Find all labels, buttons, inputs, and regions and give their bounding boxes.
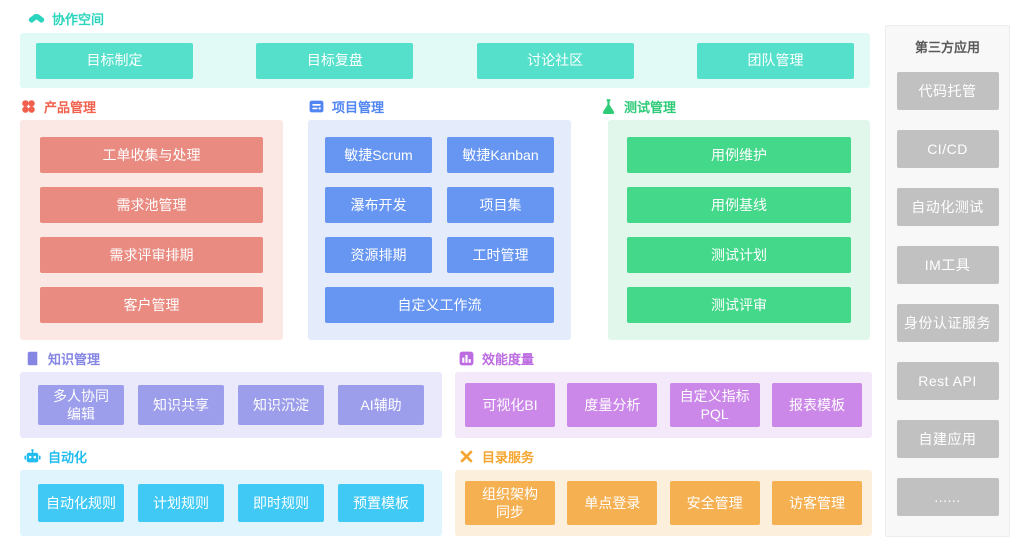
section-knowledge-panel: 多人协同编辑 知识共享 知识沉淀 AI辅助 xyxy=(20,372,442,438)
feature-block: 讨论社区 xyxy=(476,42,634,79)
feature-block: 目标制定 xyxy=(36,42,193,79)
feature-block: 需求池管理 xyxy=(40,187,263,223)
section-title: 协作空间 xyxy=(52,11,105,27)
feature-block: 多人协同编辑 xyxy=(38,385,124,425)
feature-block: 敏捷Scrum xyxy=(325,137,432,173)
third-party-app-block: ...... xyxy=(896,478,999,516)
third-party-app-block: CI/CD xyxy=(896,130,999,168)
section-product-panel: 工单收集与处理 需求池管理 需求评审排期 客户管理 xyxy=(20,120,283,340)
feature-block: 自定义指标PQL xyxy=(669,383,760,427)
third-party-apps-list: 代码托管 CI/CD 自动化测试 IM工具 身份认证服务 Rest API 自建… xyxy=(886,72,1009,516)
section-title: 知识管理 xyxy=(48,351,101,367)
section-test-panel: 用例维护 用例基线 测试计划 测试评审 xyxy=(608,120,870,340)
section-title: 目录服务 xyxy=(482,449,535,465)
feature-block: 项目集 xyxy=(447,187,554,223)
feature-block: 单点登录 xyxy=(567,481,658,525)
feature-block: 自动化规则 xyxy=(38,484,124,522)
feature-block: 预置模板 xyxy=(338,484,424,522)
section-knowledge-header: 知识管理 xyxy=(24,348,100,368)
section-title: 效能度量 xyxy=(482,351,535,367)
feature-block: 可视化BI xyxy=(465,383,555,427)
section-project-header: 项目管理 xyxy=(308,96,384,116)
third-party-app-block: 自建应用 xyxy=(896,420,999,458)
section-directory-header: 目录服务 xyxy=(458,446,534,466)
section-collaboration-panel: 目标制定 目标复盘 讨论社区 团队管理 xyxy=(20,33,870,88)
feature-block: 访客管理 xyxy=(771,481,862,525)
crossed-tools-icon xyxy=(460,450,473,462)
third-party-apps-panel: 第三方应用 代码托管 CI/CD 自动化测试 IM工具 身份认证服务 Rest … xyxy=(885,25,1010,537)
feature-block: 需求评审排期 xyxy=(40,237,263,273)
feature-block: 资源排期 xyxy=(325,237,432,273)
third-party-app-block: 代码托管 xyxy=(896,72,999,110)
feature-block: 知识沉淀 xyxy=(238,385,324,425)
section-project-panel: 敏捷Scrum 敏捷Kanban 瀑布开发 项目集 资源排期 工时管理 自定义工… xyxy=(308,120,571,340)
feature-block: 组织架构同步 xyxy=(465,481,555,525)
third-party-app-block: 自动化测试 xyxy=(896,188,999,226)
feature-block: 用例维护 xyxy=(627,137,851,173)
feature-block: 客户管理 xyxy=(40,287,263,323)
feature-block: 计划规则 xyxy=(138,484,224,522)
feature-block: 知识共享 xyxy=(138,385,224,425)
feature-block: 工单收集与处理 xyxy=(40,137,263,173)
book-icon xyxy=(27,351,38,365)
feature-block: 安全管理 xyxy=(669,481,760,525)
section-test-header: 测试管理 xyxy=(600,96,676,116)
section-automation-header: 自动化 xyxy=(24,446,87,466)
feature-block: 瀑布开发 xyxy=(325,187,432,223)
handshake-icon xyxy=(28,13,45,23)
feature-block: 自定义工作流 xyxy=(325,287,554,323)
feature-block: 用例基线 xyxy=(627,187,851,223)
third-party-app-block: 身份认证服务 xyxy=(896,304,999,342)
section-title: 产品管理 xyxy=(44,99,97,115)
feature-block: 敏捷Kanban xyxy=(447,137,554,173)
dots-grid-icon xyxy=(22,99,35,113)
feature-block: 工时管理 xyxy=(447,237,554,273)
feature-block: AI辅助 xyxy=(338,385,424,425)
bar-chart-icon xyxy=(459,351,474,365)
feature-block: 团队管理 xyxy=(696,42,854,79)
third-party-apps-title: 第三方应用 xyxy=(914,40,980,55)
robot-icon xyxy=(24,448,41,462)
section-automation-panel: 自动化规则 计划规则 即时规则 预置模板 xyxy=(20,470,442,536)
section-metrics-header: 效能度量 xyxy=(458,348,534,368)
section-title: 测试管理 xyxy=(624,99,677,115)
feature-block: 报表模板 xyxy=(771,383,862,427)
section-metrics-panel: 可视化BI 度量分析 自定义指标PQL 报表模板 xyxy=(455,372,872,438)
feature-block: 度量分析 xyxy=(567,383,658,427)
section-title: 项目管理 xyxy=(332,99,385,115)
third-party-app-block: Rest API xyxy=(896,362,999,400)
section-collaboration-header: 协作空间 xyxy=(28,8,104,28)
feature-block: 测试评审 xyxy=(627,287,851,323)
section-directory-panel: 组织架构同步 单点登录 安全管理 访客管理 xyxy=(455,470,872,536)
section-product-header: 产品管理 xyxy=(20,96,96,116)
kanban-folder-icon xyxy=(309,100,324,112)
flask-icon xyxy=(602,98,615,114)
feature-block: 测试计划 xyxy=(627,237,851,273)
section-title: 自动化 xyxy=(48,449,88,465)
feature-block: 即时规则 xyxy=(238,484,324,522)
feature-block: 目标复盘 xyxy=(256,42,414,79)
third-party-app-block: IM工具 xyxy=(896,246,999,284)
